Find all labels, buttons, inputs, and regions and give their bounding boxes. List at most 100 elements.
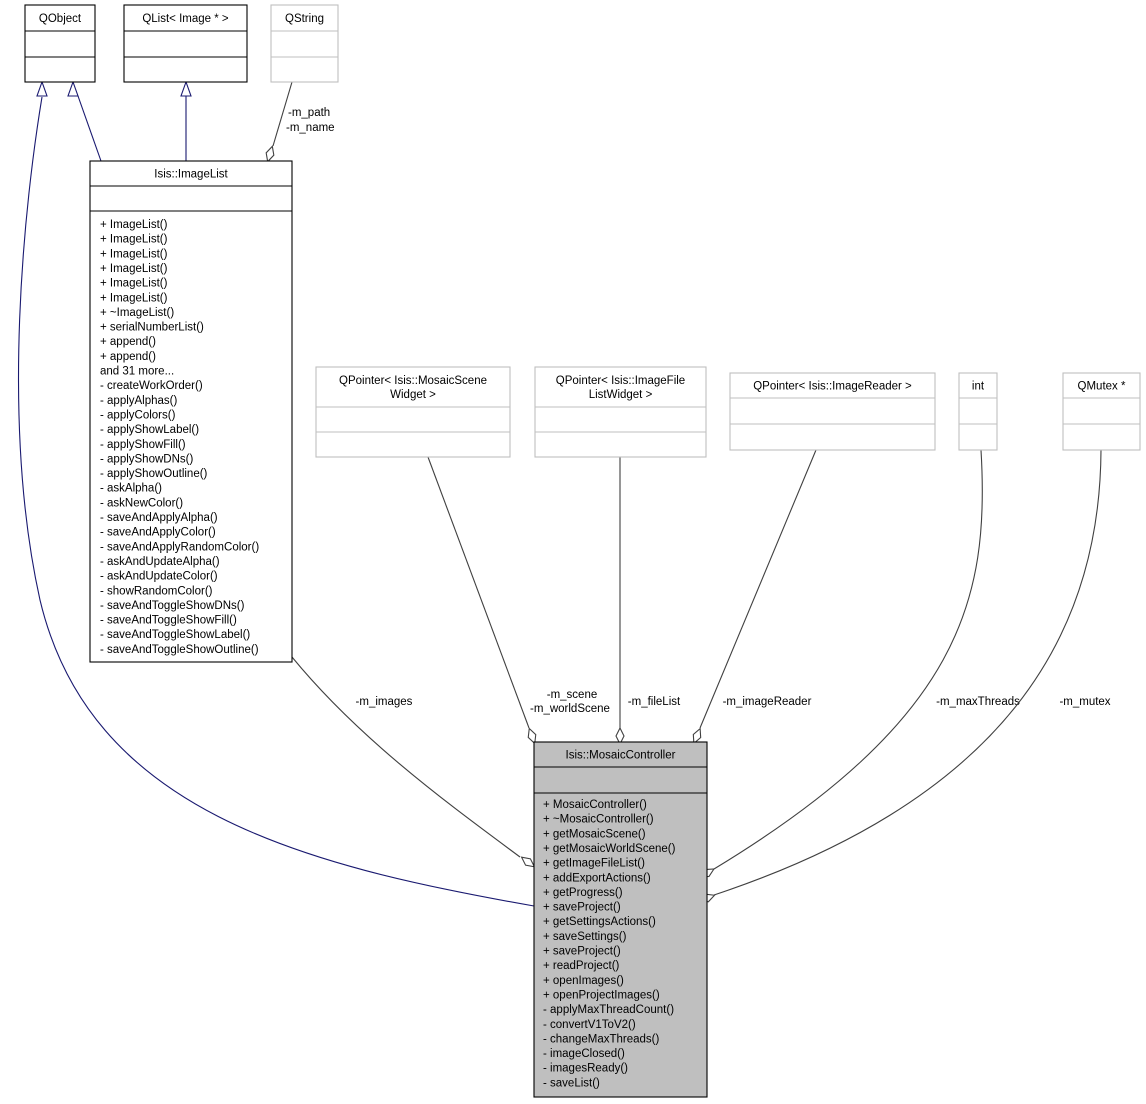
class-method: + readProject() <box>543 960 620 972</box>
class-method: - showRandomColor() <box>100 585 213 597</box>
edge-label: -m_images <box>356 696 413 708</box>
class-method: + ImageList() <box>100 292 168 304</box>
class-box-frame <box>729 372 936 451</box>
class-method: - applyShowLabel() <box>100 424 199 436</box>
class-method: - saveAndToggleShowOutline() <box>100 644 259 656</box>
class-method: + saveProject() <box>543 946 621 958</box>
class-method: + ImageList() <box>100 234 168 246</box>
class-title: ListWidget > <box>589 389 653 401</box>
class-method: - saveAndToggleShowLabel() <box>100 629 250 641</box>
class-method: - applyAlphas() <box>100 395 178 407</box>
class-method: + MosaicController() <box>543 799 647 811</box>
edge-line <box>291 656 521 858</box>
class-box-frame <box>534 366 707 458</box>
edge-line <box>713 449 1102 896</box>
edge-line <box>272 81 293 147</box>
edge-line <box>699 449 817 729</box>
class-method: - saveAndApplyRandomColor() <box>100 541 259 553</box>
class-title: QMutex * <box>1078 381 1126 393</box>
class-box-qpointer_reader[interactable]: QPointer< Isis::ImageReader > <box>729 372 936 451</box>
class-box-frame <box>315 366 511 458</box>
class-method: + openImages() <box>543 975 624 987</box>
class-box-frame <box>533 741 708 1098</box>
edge-label: -m_imageReader <box>723 696 812 708</box>
class-method: + serialNumberList() <box>100 322 204 334</box>
edge-qstring-il: -m_path -m_name <box>265 81 335 163</box>
class-box-qstring[interactable]: QString <box>270 4 339 83</box>
class-method: - saveAndToggleShowDNs() <box>100 600 245 612</box>
class-method: + getSettingsActions() <box>543 916 656 928</box>
edge-qobject-mc <box>17 80 535 907</box>
class-title: QString <box>285 13 324 25</box>
inheritance-arrow-icon <box>36 80 48 97</box>
class-box-mosaiccontroller[interactable]: Isis::MosaicController+ MosaicController… <box>533 741 708 1098</box>
class-method: + saveSettings() <box>543 931 627 943</box>
edge-label: -m_maxThreads <box>936 696 1020 708</box>
class-box-qobject[interactable]: QObject <box>24 4 96 83</box>
class-box-frame <box>89 160 293 663</box>
class-method: + getImageFileList() <box>543 858 645 870</box>
class-title: QPointer< Isis::ImageFile <box>556 375 685 387</box>
class-box-frame <box>270 4 339 83</box>
class-method: + getMosaicWorldScene() <box>543 843 676 855</box>
class-title: Isis::MosaicController <box>566 750 676 762</box>
class-box-qlist[interactable]: QList< Image * > <box>123 4 248 83</box>
class-title: QPointer< Isis::ImageReader > <box>753 381 912 393</box>
class-method: + append() <box>100 351 156 363</box>
class-method: - applyMaxThreadCount() <box>543 1004 674 1016</box>
edge-qobject-il <box>67 80 102 162</box>
class-method: - askAndUpdateColor() <box>100 571 218 583</box>
class-method: - changeMaxThreads() <box>543 1033 659 1045</box>
class-method: + openProjectImages() <box>543 989 660 1001</box>
class-method: and 31 more... <box>100 366 174 378</box>
inheritance-arrow-icon <box>180 80 192 97</box>
class-title: QObject <box>39 13 82 25</box>
edge-line <box>17 96 535 907</box>
class-box-frame <box>123 4 248 83</box>
class-title: QList< Image * > <box>142 13 229 25</box>
edge-label: -m_name <box>286 122 335 134</box>
class-method: - askNewColor() <box>100 497 183 509</box>
class-box-frame <box>958 372 998 451</box>
class-method: + addExportActions() <box>543 872 651 884</box>
edge-filelist-mc: -m_fileList <box>615 457 681 746</box>
edge-label: -m_worldScene <box>530 703 610 715</box>
class-method: - askAndUpdateAlpha() <box>100 556 220 568</box>
class-box-qmutex[interactable]: QMutex * <box>1062 372 1141 451</box>
class-method: - applyShowOutline() <box>100 468 208 480</box>
edge-scene-mc: -m_scene -m_worldScene <box>427 456 610 745</box>
edge-int-mc: -m_maxThreads <box>699 449 1020 878</box>
class-box-frame <box>1062 372 1141 451</box>
edge-label: -m_scene <box>547 689 598 701</box>
edge-line <box>77 95 102 162</box>
edge-il-mc: -m_images <box>291 656 536 868</box>
class-method: + ImageList() <box>100 263 168 275</box>
edge-qlist-il <box>180 80 192 161</box>
class-method: + getProgress() <box>543 887 623 899</box>
class-method: - convertV1ToV2() <box>543 1019 636 1031</box>
class-title: int <box>972 381 985 393</box>
edge-reader-mc: -m_imageReader <box>692 449 817 745</box>
class-method: - applyShowDNs() <box>100 453 193 465</box>
class-method: - saveAndApplyAlpha() <box>100 512 218 524</box>
class-title: Isis::ImageList <box>154 169 228 181</box>
class-method: - createWorkOrder() <box>100 380 203 392</box>
edge-label: -m_mutex <box>1059 696 1110 708</box>
edge-label: -m_fileList <box>628 696 681 708</box>
class-box-int[interactable]: int <box>958 372 998 451</box>
class-method: + ~MosaicController() <box>543 814 654 826</box>
edge-mutex-mc: -m_mutex <box>698 449 1111 903</box>
class-method: + getMosaicScene() <box>543 828 646 840</box>
class-box-imagelist[interactable]: Isis::ImageList+ ImageList()+ ImageList(… <box>89 160 293 663</box>
class-method: - saveAndToggleShowFill() <box>100 615 237 627</box>
class-method: - imagesReady() <box>543 1063 628 1075</box>
edge-label: -m_path <box>288 107 330 119</box>
class-box-frame <box>24 4 96 83</box>
class-method: + ImageList() <box>100 219 168 231</box>
class-method: + saveProject() <box>543 902 621 914</box>
inheritance-arrow-icon <box>67 80 79 97</box>
